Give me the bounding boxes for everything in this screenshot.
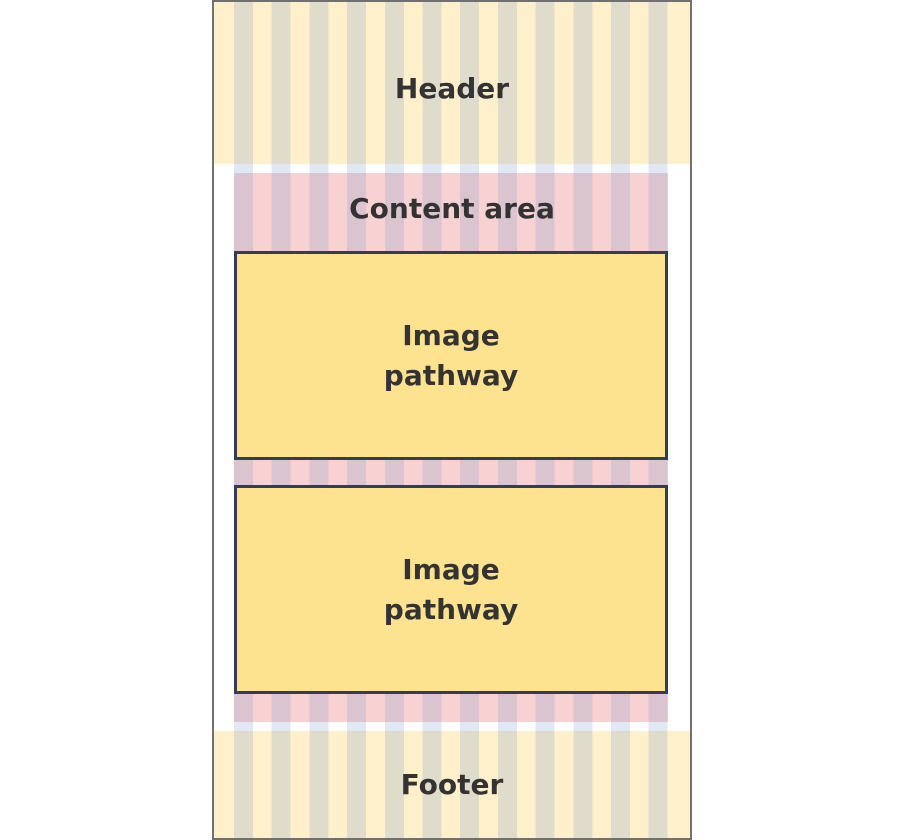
image-pathway-box: Image pathway xyxy=(234,251,668,460)
footer-region xyxy=(214,731,690,838)
header-region xyxy=(214,2,690,164)
box-label-line1: Image xyxy=(402,552,500,586)
content-area-label: Content area xyxy=(349,192,555,225)
box-label-line2: pathway xyxy=(383,358,519,392)
box-label-line2: pathway xyxy=(383,592,519,626)
header-label: Header xyxy=(394,72,510,105)
box-label-line1: Image xyxy=(402,318,500,352)
footer-label: Footer xyxy=(400,768,504,801)
image-pathway-box: Image pathway xyxy=(234,485,668,694)
layout-frame: Header Content area Image pathway Image … xyxy=(212,0,692,840)
